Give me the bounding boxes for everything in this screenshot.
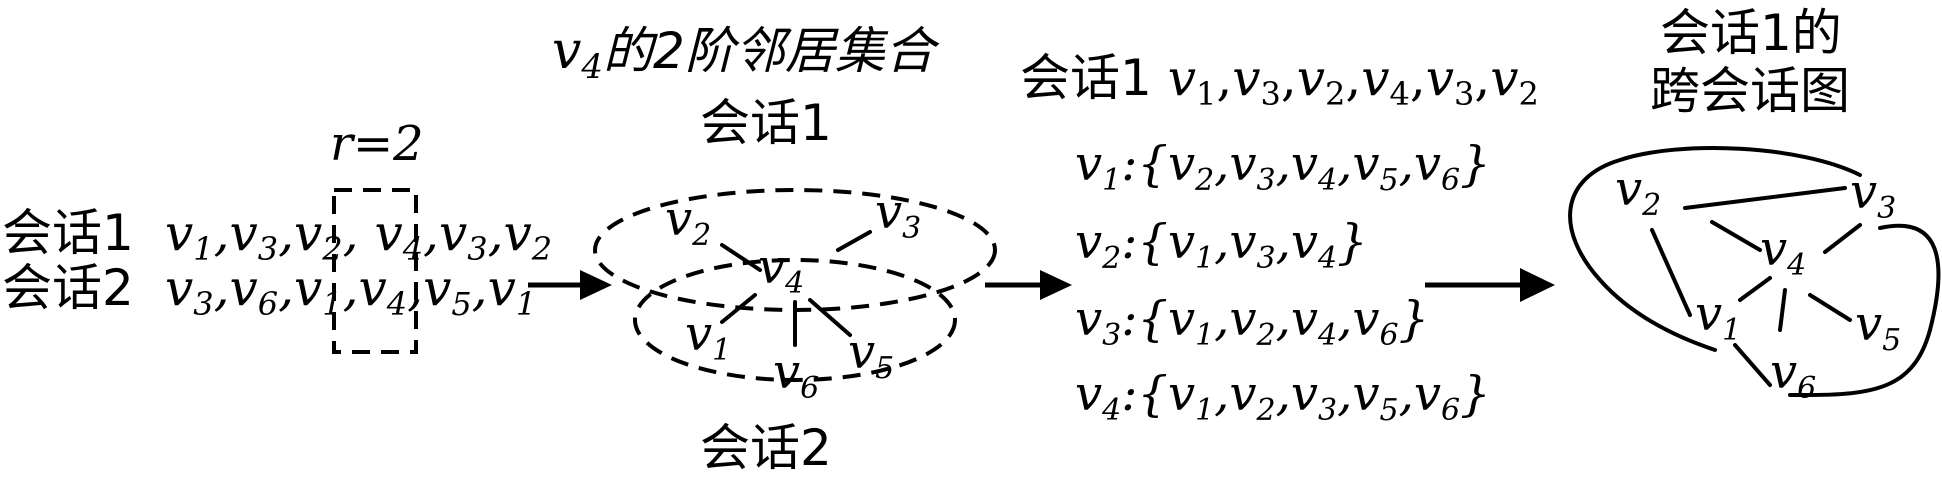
arrow-3-head xyxy=(1520,268,1555,302)
mid-node-v4: v4 xyxy=(758,239,804,301)
session2-ellipse xyxy=(633,258,957,382)
graph-node-v1: v1 xyxy=(1695,286,1741,348)
mid-node-v3: v3 xyxy=(875,184,921,246)
cross-graph-outer-curve xyxy=(1568,146,1862,352)
session2-sequence: v3,v6,v1,v4,v5,v1 xyxy=(165,259,536,323)
svg-text:v1,v3,v2, v4,v3,v2: v1,v3,v2, v4,v3,v2 xyxy=(165,204,552,268)
cross-graph-outer-curve-right xyxy=(1788,223,1941,397)
graph-node-v2: v2 xyxy=(1615,161,1661,223)
session1-label: 会话1 xyxy=(2,204,134,262)
session2-label: 会话2 xyxy=(2,259,134,317)
arrow-2-head xyxy=(1040,270,1072,300)
neighbor-panel-session1: 会话1 xyxy=(700,94,832,152)
graph-node-v4: v4 xyxy=(1760,221,1806,283)
graph-node-v6: v6 xyxy=(1770,344,1816,406)
mid-node-v5: v5 xyxy=(848,324,894,386)
mid-node-v2: v2 xyxy=(665,191,711,253)
svg-text:v3,v6,v1,v4,v5,v1: v3,v6,v1,v4,v5,v1 xyxy=(165,259,536,323)
neighbor-set-v3: v3:{v1,v2,v4,v6} xyxy=(1075,291,1429,353)
radius-label: r=2 xyxy=(330,116,424,172)
cross-graph-title-line2: 跨会话图 xyxy=(1650,62,1850,120)
graph-node-v5: v5 xyxy=(1855,296,1901,358)
cross-graph-title-line1: 会话1的 xyxy=(1660,4,1842,62)
neighbor-set-v4: v4:{v1,v2,v3,v5,v6} xyxy=(1075,366,1491,428)
mid-node-v1: v1 xyxy=(685,306,731,368)
graph-node-v3: v3 xyxy=(1850,164,1896,226)
neighbor-set-v2: v2:{v1,v3,v4} xyxy=(1075,214,1368,276)
neighbor-set-v1: v1:{v2,v3,v4,v5,v6} xyxy=(1075,136,1491,198)
arrow-1-head xyxy=(580,270,612,300)
cross-graph-edges xyxy=(1650,186,1862,387)
neighbor-edges xyxy=(720,230,872,347)
neighbor-sets-header: 会话1 v1,v3,v2,v4,v3,v2 xyxy=(1020,49,1539,113)
neighbor-panel-title: v4的2阶邻居集合 xyxy=(552,21,940,87)
session1-sequence: v1,v3,v2, v4,v3,v2 xyxy=(165,204,552,268)
mid-node-v6: v6 xyxy=(773,344,819,406)
window-box xyxy=(332,188,418,354)
neighbor-panel-session2: 会话2 xyxy=(700,419,832,477)
